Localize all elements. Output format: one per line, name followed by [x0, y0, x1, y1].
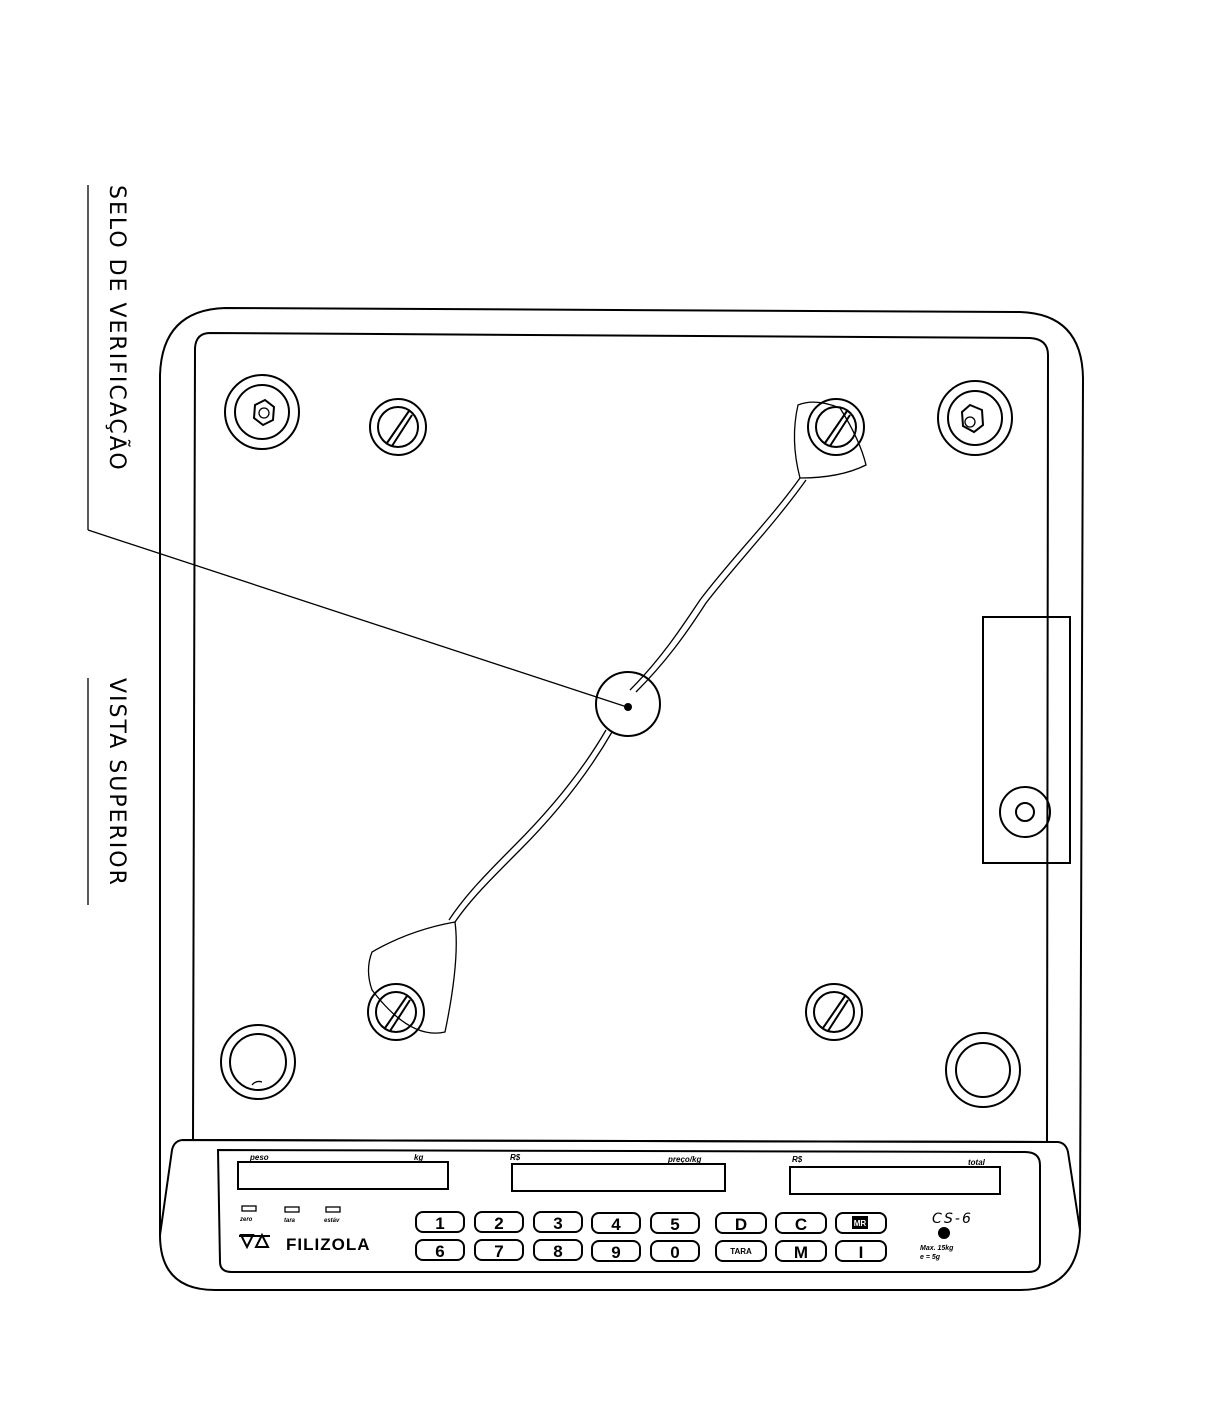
key-i[interactable]: I	[835, 1240, 887, 1262]
svg-text:MR: MR	[854, 1219, 867, 1228]
indicator-tare-label: tara	[284, 1218, 296, 1224]
triangle-up-icon	[254, 1232, 270, 1248]
svg-text:M: M	[794, 1243, 808, 1262]
seal-wire-strand	[629, 477, 801, 691]
hex-bolt-icon	[252, 398, 276, 427]
seal-label-group: SELO DE VERIFICAÇÃO	[87, 185, 131, 530]
display-total-label: total	[968, 1158, 986, 1167]
svg-text:5: 5	[670, 1215, 679, 1234]
display-total-currency: R$	[792, 1155, 803, 1164]
key-4[interactable]: 4	[591, 1212, 641, 1234]
svg-text:4: 4	[611, 1215, 621, 1234]
key-1[interactable]: 1	[415, 1211, 465, 1233]
indicator-tare: tara	[284, 1206, 300, 1224]
foot-top-left	[224, 374, 300, 450]
display-total: R$ total	[789, 1155, 1001, 1195]
key-d[interactable]: D	[715, 1212, 767, 1234]
view-label: VISTA SUPERIOR	[104, 678, 129, 887]
key-m[interactable]: M	[775, 1240, 827, 1262]
indicator-zero-label: zero	[239, 1217, 253, 1223]
seal-wire-strand	[635, 479, 807, 693]
key-mr[interactable]: MR	[835, 1212, 887, 1234]
svg-text:6: 6	[435, 1242, 444, 1261]
plate-text-division: e = 5g	[920, 1254, 941, 1261]
hex-bolt-icon	[960, 403, 985, 434]
indicator-stable-label: estáv	[324, 1218, 340, 1224]
display-price-currency: R$	[510, 1153, 521, 1162]
seal-label: SELO DE VERIFICAÇÃO	[104, 185, 131, 472]
front-panel-outer	[159, 1139, 1081, 1236]
scale-body-outline	[159, 306, 1085, 1291]
display-price-label: preço/kg	[667, 1155, 701, 1164]
svg-text:8: 8	[553, 1242, 562, 1261]
display-price: R$ preço/kg	[510, 1153, 726, 1192]
key-8[interactable]: 8	[533, 1239, 583, 1261]
svg-text:1: 1	[435, 1214, 444, 1233]
plate-text-capacity: Max. 15kg	[920, 1245, 954, 1252]
svg-text:I: I	[859, 1243, 864, 1262]
seal-wire-strand	[448, 729, 607, 921]
svg-text:C: C	[795, 1215, 807, 1234]
key-2[interactable]: 2	[474, 1211, 524, 1233]
display-weight-label: peso	[249, 1153, 269, 1162]
seal-wire-strand	[454, 731, 613, 923]
front-panel-inner	[216, 1148, 1041, 1273]
svg-text:7: 7	[494, 1242, 503, 1261]
foot-top-right	[937, 380, 1013, 456]
screw-bottom-right	[805, 983, 863, 1041]
key-7[interactable]: 7	[474, 1239, 524, 1261]
model-info: CS-6 Max. 15kg e = 5g	[920, 1211, 973, 1261]
foot-bottom-right	[945, 1032, 1021, 1108]
model-name: CS-6	[932, 1211, 973, 1227]
screw-bottom-left	[367, 983, 425, 1041]
indicator-zero: zero	[239, 1205, 257, 1223]
seal-wire-loop-top	[793, 401, 867, 479]
svg-text:D: D	[735, 1215, 747, 1234]
side-plate	[982, 616, 1071, 864]
seal-mark-icon	[938, 1227, 950, 1239]
brand-name: FILIZOLA	[286, 1235, 370, 1254]
keypad: 1 2 3 4 5 D C MR	[415, 1211, 887, 1234]
key-3[interactable]: 3	[533, 1211, 583, 1233]
svg-text:0: 0	[670, 1243, 679, 1262]
key-6[interactable]: 6	[415, 1239, 465, 1261]
screw-top-left	[369, 398, 427, 456]
foot-bottom-left	[220, 1024, 296, 1100]
key-0[interactable]: 0	[650, 1240, 700, 1262]
key-5[interactable]: 5	[650, 1212, 700, 1234]
svg-text:9: 9	[611, 1243, 620, 1262]
indicator-stable: estáv	[324, 1206, 341, 1224]
verification-seal	[595, 671, 661, 737]
screw-top-right	[807, 398, 865, 456]
key-tara[interactable]: TARA	[715, 1240, 767, 1262]
svg-text:TARA: TARA	[730, 1247, 752, 1256]
display-weight-unit: kg	[414, 1153, 423, 1162]
svg-text:3: 3	[553, 1214, 562, 1233]
seal-leader-line	[87, 529, 631, 709]
display-weight: peso kg	[237, 1153, 449, 1190]
key-9[interactable]: 9	[591, 1240, 641, 1262]
svg-text:2: 2	[494, 1214, 503, 1233]
key-c[interactable]: C	[775, 1212, 827, 1234]
view-label-group: VISTA SUPERIOR	[87, 678, 129, 905]
seal-wire-loop-bottom	[367, 921, 457, 1034]
platform-outline	[191, 331, 1050, 1144]
keypad-row-2: 6 7 8 9 0 TARA M I	[415, 1239, 887, 1262]
brand-logo: FILIZOLA	[239, 1232, 370, 1254]
